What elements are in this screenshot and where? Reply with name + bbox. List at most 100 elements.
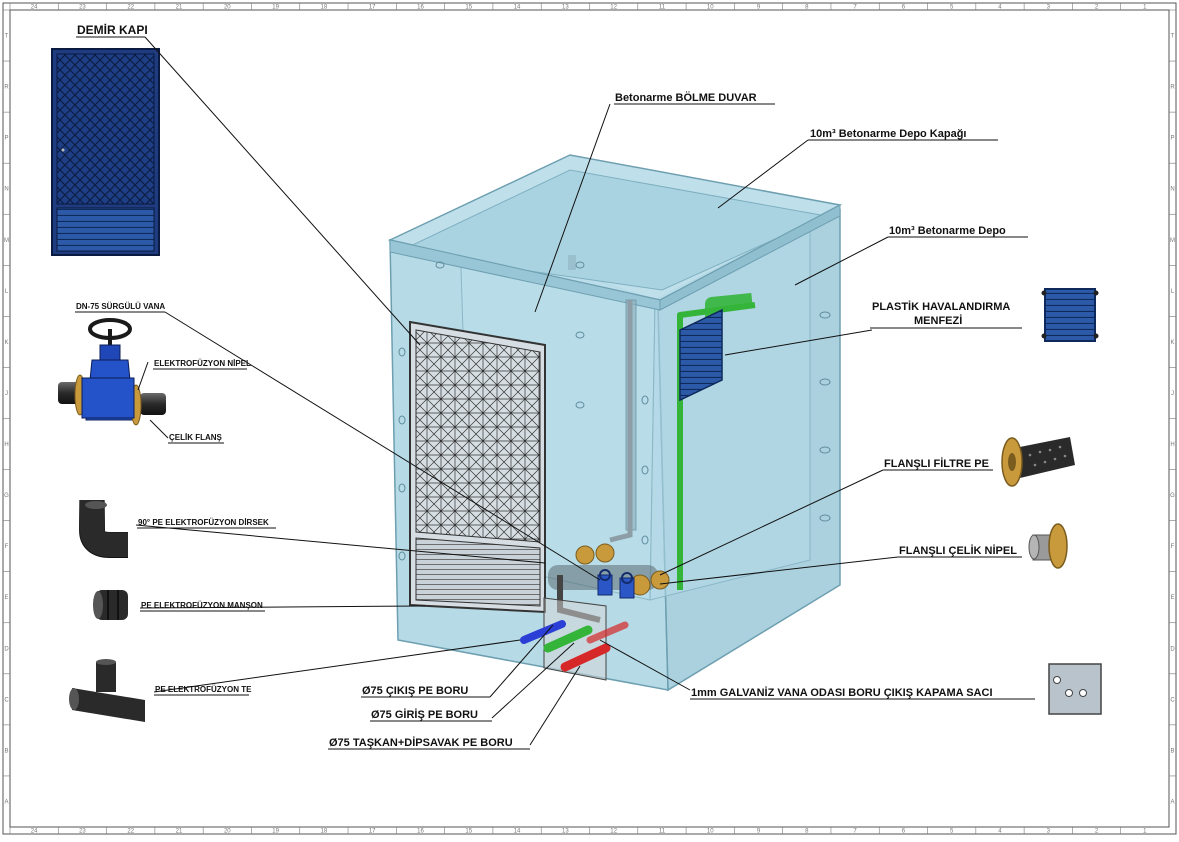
ruler-col-label: 9 [757,829,761,835]
ruler-col-label: 14 [514,829,521,835]
ruler-row-label: A [1170,799,1174,805]
ruler-col-label: 24 [31,829,38,835]
ruler-col-label: 22 [127,5,134,11]
ruler-col-label: 15 [465,829,472,835]
ruler-col-label: 8 [805,5,809,11]
gate-valve [58,318,166,426]
pe-coupling [93,590,128,620]
ruler-col-label: 11 [659,829,666,835]
ruler-row-label: G [4,493,9,499]
galvanized-cover-plate [1048,663,1102,715]
ruler-row-label: C [4,697,9,703]
ruler-col-label: 7 [853,5,857,11]
plastic-vent-detail [1041,288,1099,342]
ruler-col-label: 14 [514,5,521,11]
ruler-row-label: F [1171,544,1175,550]
ruler-row-label: M [1170,238,1175,244]
ruler-col-label: 10 [707,5,714,11]
label-giris-boru: Ø75 GİRİŞ PE BORU [371,708,478,721]
label-bolme-duvar: Betonarme BÖLME DUVAR [615,91,757,104]
ruler-col-label: 15 [465,5,472,11]
ruler-row-label: D [1170,646,1175,652]
iron-door-detail [51,48,160,256]
ruler-col-label: 1 [1143,5,1147,11]
ruler-col-label: 18 [321,829,328,835]
label-filtre: FLANŞLI FİLTRE PE [884,457,989,470]
ruler-col-label: 3 [1047,829,1051,835]
ruler-col-label: 21 [176,5,183,11]
ruler-col-label: 11 [659,5,666,11]
ruler-row-label: T [1171,34,1175,40]
ruler-col-label: 13 [562,829,569,835]
ruler-row-label: H [4,442,8,448]
ruler-row-label: C [1170,697,1175,703]
ruler-row-label: N [1170,187,1174,193]
ruler-row-label: N [4,187,8,193]
label-celik-flans: ÇELİK FLANŞ [169,433,223,442]
label-te: PE ELEKTROFÜZYON TE [155,685,252,694]
ruler-row-label: A [4,799,8,805]
ruler-row-label: P [1170,136,1174,142]
ruler-col-label: 16 [417,829,424,835]
ruler-col-label: 19 [272,829,279,835]
ruler-col-label: 18 [321,5,328,11]
label-depo: 10m³ Betonarme Depo [889,225,1006,237]
ruler-col-label: 4 [998,5,1002,11]
ruler-row-label: G [1170,493,1175,499]
label-underlines [75,36,1035,750]
ruler-row-label: E [4,595,8,601]
label-celik-nipel: FLANŞLI ÇELİK NİPEL [899,544,1017,557]
ruler-col-label: 17 [369,5,376,11]
ruler-row-label: H [1170,442,1174,448]
ruler-col-label: 12 [610,829,617,835]
ruler-col-label: 4 [998,829,1002,835]
ruler-row-label: L [5,289,9,295]
label-depo-kapagi: 10m³ Betonarme Depo Kapağı [810,128,966,140]
ruler-col-label: 7 [853,829,857,835]
label-surgulu-vana: DN-75 SÜRGÜLÜ VANA [76,302,165,311]
ruler-row-label: P [4,136,8,142]
label-cikis-boru: Ø75 ÇIKIŞ PE BORU [362,685,468,697]
ruler-col-label: 9 [757,5,761,11]
ruler-row-label: J [5,391,8,397]
ruler-row-label: B [4,748,8,754]
pe-elbow [79,500,128,558]
ruler-col-label: 16 [417,5,424,11]
ruler-col-label: 21 [176,829,183,835]
ruler-row-label: F [5,544,9,550]
ruler-row-label: L [1171,289,1175,295]
ruler-col-label: 2 [1095,5,1099,11]
ruler-col-label: 20 [224,829,231,835]
ruler-row-label: R [4,85,9,91]
ruler-col-label: 5 [950,5,954,11]
ruler-col-label: 17 [369,829,376,835]
ruler-col-label: 20 [224,5,231,11]
ruler-row-label: D [4,646,9,652]
tank-iron-door [409,320,546,614]
ruler-row-label: J [1171,391,1174,397]
flanged-filter [1001,437,1075,487]
flanged-steel-nipple [1028,523,1068,569]
ruler-col-label: 6 [902,5,906,11]
label-manson: PE ELEKTROFÜZYON MANŞON [141,601,263,610]
ruler-col-label: 2 [1095,829,1099,835]
leader-lines [135,36,899,746]
tank-piping [520,293,756,681]
label-elektrofuzyon-nipel: ELEKTROFÜZYON NİPEL [154,359,251,368]
ruler-col-label: 8 [805,829,809,835]
ruler-col-label: 3 [1047,5,1051,11]
ruler-col-label: 19 [272,5,279,11]
ruler-col-label: 6 [902,829,906,835]
ruler-row-label: E [1170,595,1174,601]
ruler-row-label: K [1170,340,1174,346]
label-taskan-boru: Ø75 TAŞKAN+DİPSAVAK PE BORU [329,736,513,749]
ruler-col-label: 13 [562,5,569,11]
ruler-row-label: R [1170,85,1175,91]
tank-vent [679,308,723,402]
